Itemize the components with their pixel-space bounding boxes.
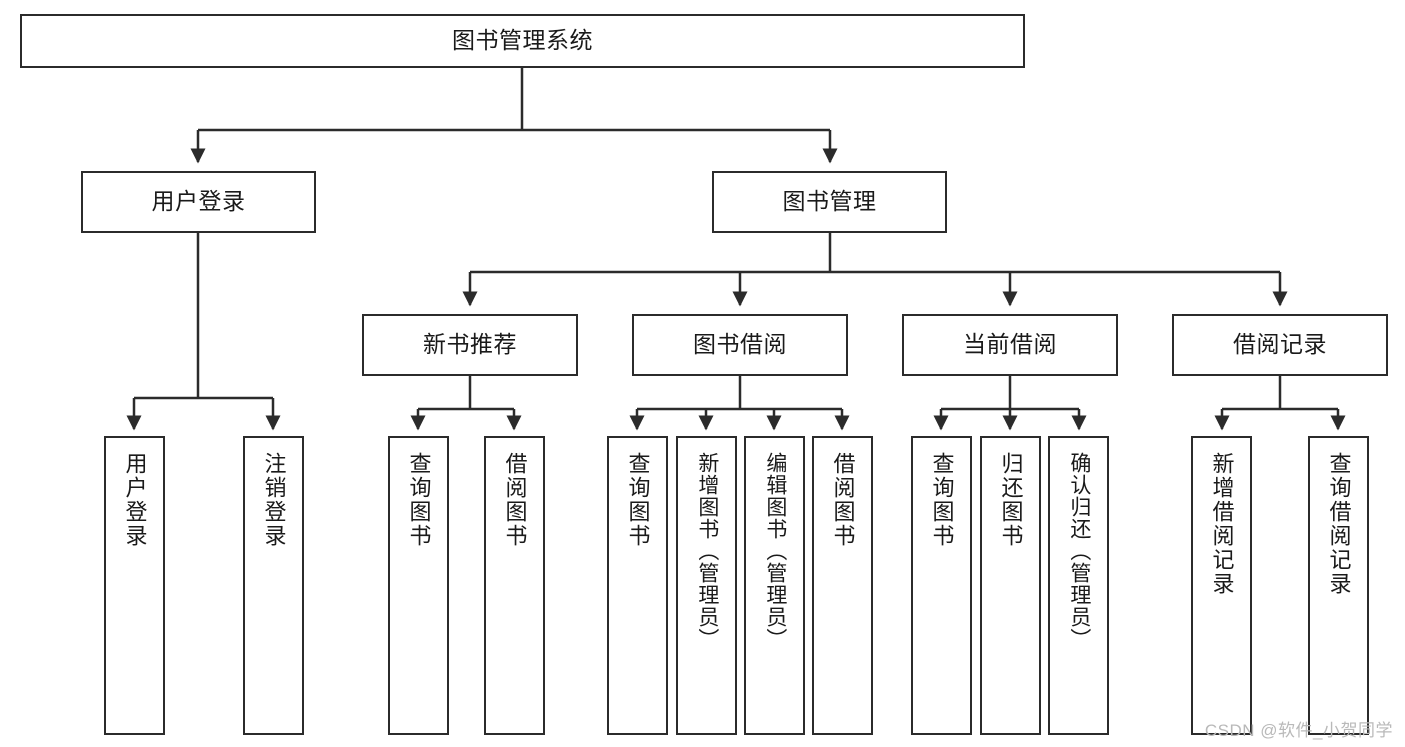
node-label: 查询借阅记录 xyxy=(1326,452,1352,596)
node-label: 新增图书（管理员） xyxy=(695,452,719,650)
node-leaf-query-borrow-record[interactable]: 查询借阅记录 xyxy=(1308,436,1369,735)
node-label: 编辑图书（管理员） xyxy=(763,452,787,650)
watermark-text: CSDN @软件_小贺同学 xyxy=(1204,721,1393,740)
node-leaf-add-book-admin[interactable]: 新增图书（管理员） xyxy=(676,436,737,735)
node-book-borrow[interactable]: 图书借阅 xyxy=(632,314,848,376)
node-label: 用户登录 xyxy=(122,452,148,548)
node-label: 查询图书 xyxy=(406,452,432,548)
node-label: 注销登录 xyxy=(261,452,287,548)
node-label: 图书借阅 xyxy=(693,331,787,358)
node-label: 图书管理 xyxy=(782,188,877,215)
node-label: 查询图书 xyxy=(625,452,651,548)
node-leaf-borrow-book[interactable]: 借阅图书 xyxy=(812,436,873,735)
node-borrow-record[interactable]: 借阅记录 xyxy=(1172,314,1388,376)
node-label: 借阅记录 xyxy=(1233,331,1327,358)
node-label: 用户登录 xyxy=(151,188,246,215)
node-label: 图书管理系统 xyxy=(452,27,593,54)
node-leaf-user-login[interactable]: 用户登录 xyxy=(104,436,165,735)
node-current-borrow[interactable]: 当前借阅 xyxy=(902,314,1118,376)
node-label: 归还图书 xyxy=(998,452,1024,548)
node-new-book-recommend[interactable]: 新书推荐 xyxy=(362,314,578,376)
node-root-book-management-system[interactable]: 图书管理系统 xyxy=(20,14,1025,68)
node-book-management[interactable]: 图书管理 xyxy=(712,171,947,233)
node-leaf-query-book-current[interactable]: 查询图书 xyxy=(911,436,972,735)
node-leaf-edit-book-admin[interactable]: 编辑图书（管理员） xyxy=(744,436,805,735)
node-leaf-return-book[interactable]: 归还图书 xyxy=(980,436,1041,735)
node-label: 借阅图书 xyxy=(502,452,528,548)
node-label: 确认归还（管理员） xyxy=(1067,452,1091,650)
node-leaf-add-borrow-record[interactable]: 新增借阅记录 xyxy=(1191,436,1252,735)
node-label: 当前借阅 xyxy=(963,331,1057,358)
node-label: 查询图书 xyxy=(929,452,955,548)
node-label: 新增借阅记录 xyxy=(1209,452,1235,596)
node-leaf-confirm-return-admin[interactable]: 确认归还（管理员） xyxy=(1048,436,1109,735)
node-leaf-query-book-borrow[interactable]: 查询图书 xyxy=(607,436,668,735)
node-label: 借阅图书 xyxy=(830,452,856,548)
node-leaf-borrow-book-recommend[interactable]: 借阅图书 xyxy=(484,436,545,735)
node-leaf-query-book-recommend[interactable]: 查询图书 xyxy=(388,436,449,735)
node-leaf-logout[interactable]: 注销登录 xyxy=(243,436,304,735)
node-label: 新书推荐 xyxy=(423,331,517,358)
node-user-login[interactable]: 用户登录 xyxy=(81,171,316,233)
